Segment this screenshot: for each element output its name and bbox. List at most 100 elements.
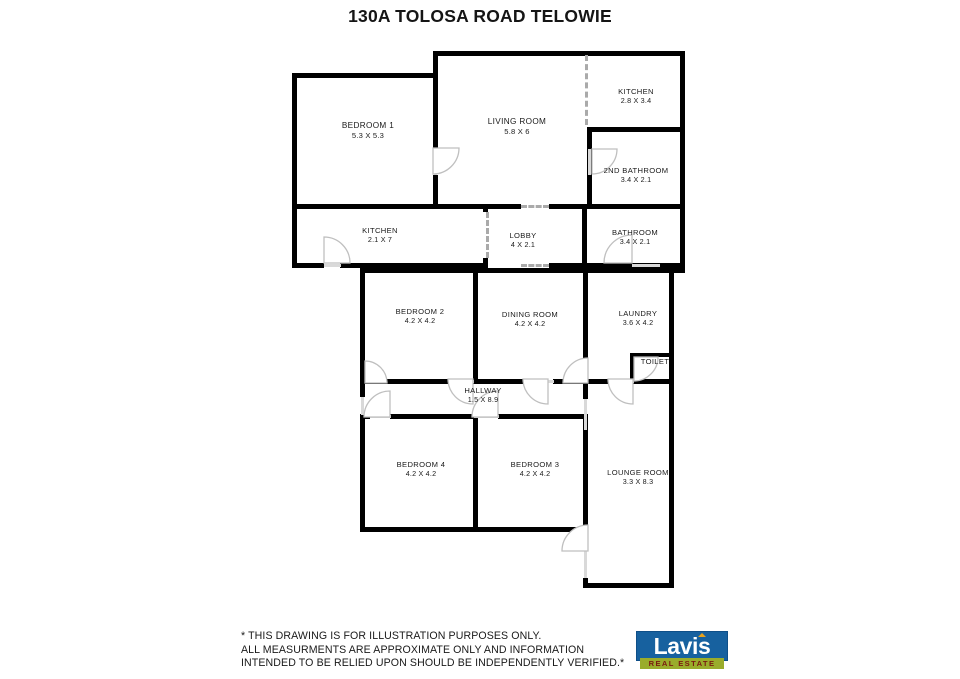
lobby-opening-top [521,205,549,208]
room-dimensions-kitchen-top: 2.8 X 3.4 [620,96,652,106]
upper-bottom-wall-a [292,204,521,209]
lounge-left-wall-mid [583,430,588,532]
hallway-top-wall-a [360,379,449,384]
toilet-top-wall [630,353,674,357]
lobby-left-wall-top [483,206,488,212]
room-name-hallway: HALLWAY [464,386,502,395]
lobby-left-wall-bot [483,258,488,268]
page-title: 130A TOLOSA ROAD TELOWIE [348,6,612,26]
gap-bedroom2 [449,380,474,383]
lowerblock-bottom-wall [360,527,588,532]
bedroom1-left-wall [292,73,297,208]
lounge-bottom-wall [583,583,674,588]
room-dimensions-bedroom-2: 4.2 X 4.2 [404,316,436,326]
room-dimensions-dining-room: 4.2 X 4.2 [514,319,546,329]
room-dimensions-bedroom-1: 5.3 X 5.3 [351,131,385,141]
lounge-left-wall-lower [583,532,588,551]
hallway-left-wall [360,379,365,397]
room-dimensions-living-room: 5.8 X 6 [504,127,530,137]
lobby-opening-bottom [521,264,549,267]
room-dimensions-bedroom-3: 4.2 X 4.2 [519,469,551,479]
room-name-bathroom-2nd: 2ND BATHROOM [603,166,669,175]
gap-bedroom1 [434,148,437,175]
lounge-left-wall-upper [583,383,588,399]
logo-wordmark: Lavis [653,633,711,659]
room-dimensions-hallway: 1.5 X 8.9 [467,395,499,405]
room-name-lobby: LOBBY [509,231,537,240]
room-dimensions-kitchen-mid: 2.1 X 7 [367,235,393,245]
hallway-bottom-wall-b [390,414,474,419]
exterior-right-wall-upper [680,51,685,268]
room-name-kitchen-top: KITCHEN [618,87,654,96]
disclaimer-line-1: * THIS DRAWING IS FOR ILLUSTRATION PURPO… [241,630,542,642]
midblock-top-wall-left [360,268,487,273]
toilet-left-wall [630,353,634,383]
logo-band [640,658,724,669]
gap-kitchenmid [324,264,341,267]
midblock-left-wall [360,268,365,388]
kitchenmid-bottom-wall [292,263,324,268]
house-roof-icon [698,633,706,637]
bedroom1-right-wall-lower [433,175,438,208]
room-name-kitchen-mid: KITCHEN [362,226,398,235]
room-name-living-room: LIVING ROOM [487,117,547,126]
gap-dining [536,380,554,383]
room-name-bedroom-4: BEDROOM 4 [396,460,446,469]
room-dimensions-bathroom-2nd: 3.4 X 2.1 [620,175,652,185]
room-name-dining-room: DINING ROOM [501,310,559,319]
gap-hall-left [361,397,364,415]
kitchen-2ndbath-divider [587,127,685,132]
gap-hall-right [584,399,587,430]
room-name-bedroom-2: BEDROOM 2 [395,307,445,316]
bedroom1-top-wall [292,73,437,78]
kitchen-living-opening [585,55,588,125]
disclaimer-line-2: ALL MEASURMENTS ARE APPROXIMATE ONLY AND… [241,643,585,656]
lavis-real-estate-logo: Lavis REAL ESTATE [636,631,728,672]
room-dimensions-lobby: 4 X 2.1 [510,240,536,250]
room-name-bathroom: BATHROOM [611,228,659,237]
gap-2ndbath [588,149,591,175]
room-name-bedroom-3: BEDROOM 3 [510,460,560,469]
lowerblock-left-wall [360,414,365,532]
upper-bottom-wall-b [549,204,685,209]
bedroom2-right-wall [473,273,478,383]
gap-lounge [584,551,587,578]
room-label-toilet: TOILET [634,357,676,366]
lobby-opening-left [486,212,489,258]
room-dimensions-bedroom-4: 4.2 X 4.2 [405,469,437,479]
bedroom4-right-wall [473,414,478,532]
room-name-lounge-room: LOUNGE ROOM [607,468,669,477]
gap-bedroom4 [370,415,391,418]
disclaimer-text: * THIS DRAWING IS FOR ILLUSTRATION PURPO… [241,630,624,671]
room-name-laundry: LAUNDRY [618,309,658,318]
bedroom1-right-wall-upper [433,51,438,148]
room-name-bedroom-1: BEDROOM 1 [341,121,395,130]
logo-tagline: REAL ESTATE [648,659,716,668]
kitchenmid-bottom-wall-2 [340,263,486,268]
dining-right-wall [583,268,588,383]
room-dimensions-lounge-room: 3.3 X 8.3 [622,477,654,487]
kitchenmid-left-wall [292,204,297,268]
exterior-right-wall-lower [669,268,674,588]
gap-laundry [609,380,634,383]
room-dimensions-laundry: 3.6 X 4.2 [622,318,654,328]
hallway-top-wall-b [467,379,536,384]
gap-bathroom [632,264,660,267]
living-room-top-wall [433,51,685,56]
hallway-bottom-wall-c [498,414,584,419]
